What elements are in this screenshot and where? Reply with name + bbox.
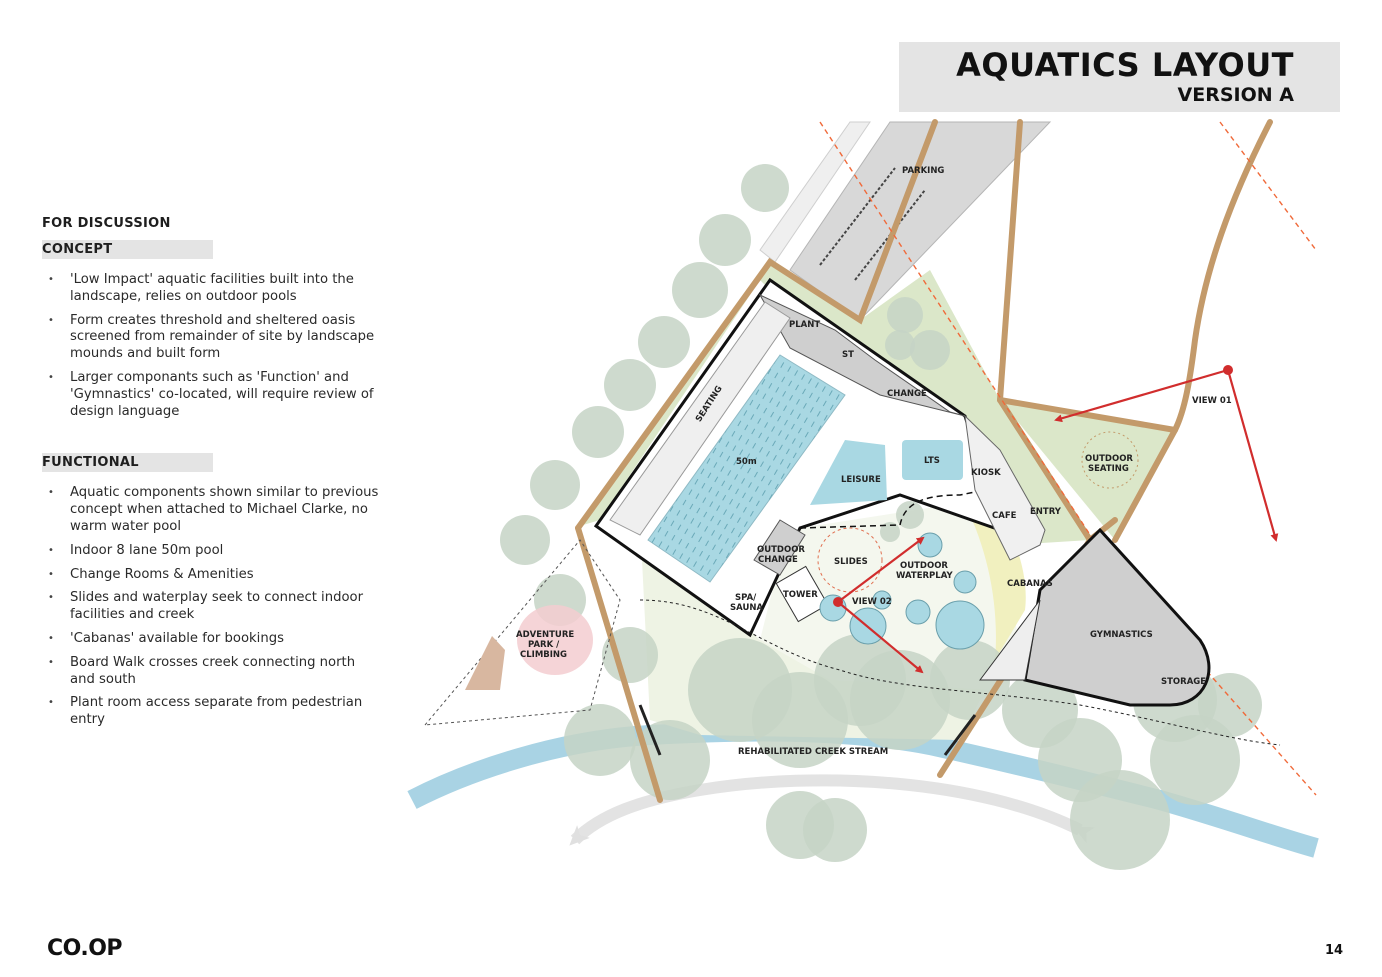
- storage-label: STORAGE: [1161, 677, 1206, 687]
- view-01-point: [1223, 365, 1233, 375]
- adventure-park-label: ADVENTURE: [516, 630, 574, 640]
- left-panel: FOR DISCUSSION CONCEPT 'Low Impact' aqua…: [42, 216, 382, 736]
- spa-label: SAUNA: [730, 603, 763, 613]
- outdoor-waterplay-label: WATERPLAY: [896, 571, 953, 581]
- page-subtitle: VERSION A: [1177, 84, 1294, 106]
- adventure-park-label: PARK /: [528, 640, 560, 650]
- entry-label: ENTRY: [1030, 507, 1062, 517]
- gymnastics-building: [979, 527, 1211, 707]
- boardwalk-arrow: [569, 774, 1095, 846]
- title-box: AQUATICS LAYOUT VERSION A: [899, 42, 1340, 112]
- kiosk-label: KIOSK: [971, 468, 1001, 478]
- concept-list: 'Low Impact' aquatic facilities built in…: [42, 272, 382, 420]
- view-02-point: [833, 597, 843, 607]
- concept-item: Larger componants such as 'Function' and…: [42, 370, 382, 420]
- functional-item: Board Walk crosses creek connecting nort…: [42, 655, 382, 689]
- gymnastics-label: GYMNASTICS: [1090, 630, 1153, 640]
- functional-item: Aquatic components shown similar to prev…: [42, 485, 382, 535]
- outdoor-change-label: OUTDOOR: [757, 545, 805, 555]
- pool-50m-label: 50m: [736, 457, 757, 467]
- bridge-marks: [638, 704, 977, 756]
- for-discussion-label: FOR DISCUSSION: [42, 216, 171, 231]
- concept-heading: CONCEPT: [42, 240, 213, 259]
- functional-item: Slides and waterplay seek to connect ind…: [42, 590, 382, 624]
- view-arrows: [837, 368, 1279, 674]
- functional-item: 'Cabanas' available for bookings: [42, 631, 382, 648]
- coop-logo: CO.OP: [47, 936, 123, 961]
- spa-label: SPA/: [735, 593, 757, 603]
- page-number: 14: [1325, 943, 1344, 958]
- plant-label: PLANT: [789, 320, 820, 330]
- functional-item: Plant room access separate from pedestri…: [42, 695, 382, 729]
- lts-label: LTS: [924, 456, 940, 466]
- main-building: [593, 277, 1046, 638]
- functional-list: Aquatic components shown similar to prev…: [42, 485, 382, 729]
- outdoor-change-label: CHANGE: [758, 555, 798, 565]
- tower-label: TOWER: [783, 590, 818, 600]
- outdoor-waterplay-label: OUTDOOR: [900, 561, 948, 571]
- cabanas-label: CABANAS: [1007, 579, 1053, 589]
- view-02-label: VIEW 02: [852, 597, 892, 607]
- concept-item: Form creates threshold and sheltered oas…: [42, 313, 382, 363]
- slides-label: SLIDES: [834, 557, 868, 567]
- parking-label: PARKING: [902, 166, 944, 176]
- functional-item: Change Rooms & Amenities: [42, 567, 382, 584]
- creek-label: REHABILITATED CREEK STREAM: [738, 747, 888, 757]
- page-title: AQUATICS LAYOUT: [956, 46, 1294, 84]
- walking-trail: [639, 599, 1281, 746]
- outdoor-seating-label: OUTDOOR: [1085, 454, 1133, 464]
- view-01-label: VIEW 01: [1192, 396, 1232, 406]
- concept-item: 'Low Impact' aquatic facilities built in…: [42, 272, 382, 306]
- adventure-park-label: CLIMBING: [520, 650, 567, 660]
- change-label: CHANGE: [887, 389, 927, 399]
- outdoor-seating-marks: [1081, 431, 1139, 489]
- adventure-park: [423, 539, 621, 726]
- outdoor-seating-label: SEATING: [1088, 464, 1129, 474]
- st-label: ST: [842, 350, 854, 360]
- leisure-label: LEISURE: [841, 475, 881, 485]
- functional-heading: FUNCTIONAL: [42, 453, 213, 473]
- functional-item: Indoor 8 lane 50m pool: [42, 543, 382, 560]
- cafe-label: CAFE: [992, 511, 1017, 521]
